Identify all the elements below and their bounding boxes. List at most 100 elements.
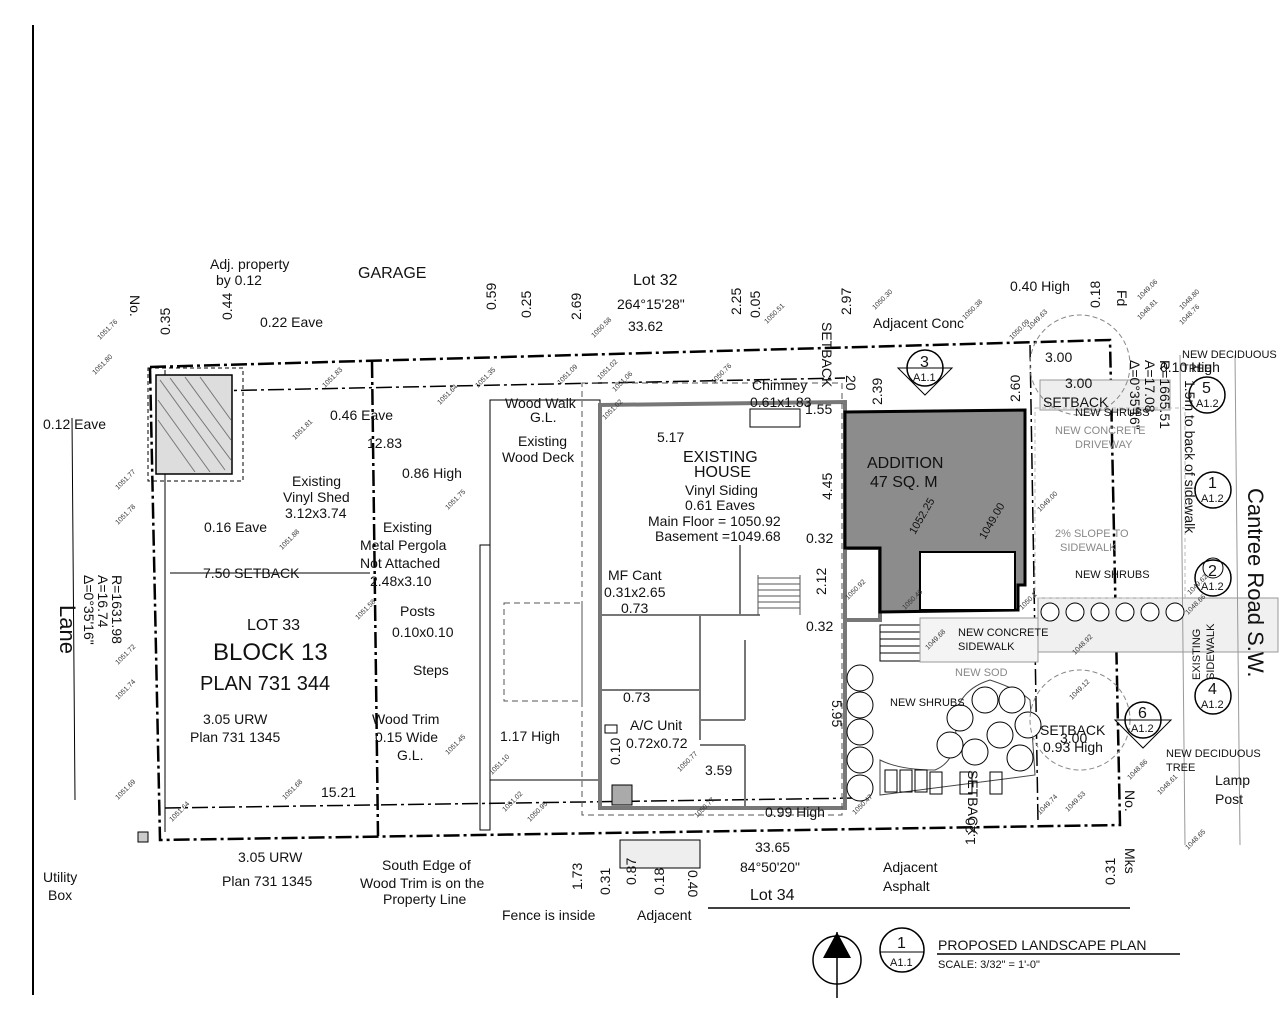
wood-walk-line-1: Wood Walk: [505, 395, 577, 411]
svg-text:1050.51: 1050.51: [763, 302, 786, 325]
new-conc-drive-line-1: NEW CONCRETE: [1055, 425, 1145, 437]
lane-label: Lane: [55, 605, 80, 654]
shed-eave-outline: [147, 367, 244, 482]
svg-text:1051.76: 1051.76: [96, 318, 119, 341]
dim-173: 1.73: [569, 863, 585, 890]
edging-pavers: [884, 769, 1003, 795]
adj-conc-label: Adjacent Conc: [873, 315, 964, 331]
callout-2: [1194, 559, 1232, 597]
svg-text:1048.65: 1048.65: [1184, 828, 1207, 851]
high-086: 0.86 High: [402, 465, 462, 481]
lot-label: LOT 33: [247, 617, 300, 634]
title-callout-bubble: [879, 927, 925, 973]
stairs: [757, 575, 801, 615]
dim-035: 0.35: [157, 308, 173, 335]
svg-text:1051.02: 1051.02: [596, 358, 619, 381]
adj-asphalt-line-2: Asphalt: [883, 878, 930, 894]
lane-edge: [71, 417, 76, 801]
city-sidewalk-edge-2: [1234, 354, 1241, 846]
adj-asphalt-line-1: Adjacent: [883, 859, 938, 875]
fence-line-north: [159, 377, 846, 393]
callout-6-ref: A1.2: [1131, 723, 1154, 735]
dim-260: 2.60: [1007, 375, 1023, 402]
eave-046: 0.46 Eave: [330, 407, 393, 423]
title-block-scale: SCALE: 3/32" = 1'-0": [938, 959, 1040, 971]
no-label-bottom: No.: [1122, 790, 1138, 812]
slope-line-2: SIDEWALK: [1060, 542, 1117, 554]
new-concrete-driveway: [1034, 407, 1186, 599]
south-edge-line-2: Wood Trim is on the: [360, 875, 484, 891]
dim-018b: 0.18: [651, 868, 667, 895]
new-sod-note: NEW SOD: [955, 667, 1008, 679]
callout-5: [1188, 376, 1226, 414]
pergola-line-3: Not Attached: [360, 555, 440, 571]
house-main-floor: Main Floor = 1050.92: [648, 513, 781, 529]
callout-1b: [1194, 471, 1232, 509]
urw-bot-line-2: Plan 731 1345: [222, 873, 313, 889]
callout-1b-ref: A1.2: [1201, 493, 1224, 505]
curve-a: A=16.74: [95, 575, 111, 628]
plan-label: PLAN 731 344: [200, 673, 330, 695]
bearing-south: 84°50'20": [740, 859, 800, 875]
length-south: 33.65: [755, 839, 790, 855]
new-conc-walk-line-2: SIDEWALK: [958, 641, 1015, 653]
south-edge-line-3: Property Line: [383, 891, 466, 907]
pergola-line-2: Metal Pergola: [360, 537, 447, 553]
mf-cant-line-1: MF Cant: [608, 567, 662, 583]
deciduous-tree-north: [1029, 314, 1131, 416]
svg-text:1049.63: 1049.63: [1026, 308, 1049, 331]
fence-note: Fence is inside: [502, 907, 596, 923]
pergola-outline: [503, 602, 583, 702]
new-shrubs-front: [1040, 602, 1185, 622]
utility-line-2: Box: [48, 887, 72, 903]
house-siding: Vinyl Siding: [685, 482, 758, 498]
new-conc-drive-line-2: DRIVEWAY: [1075, 439, 1133, 451]
svg-text:1048.81: 1048.81: [1136, 298, 1159, 321]
south-edge-line-1: South Edge of: [382, 857, 471, 873]
ac-line-1: A/C Unit: [630, 717, 682, 733]
dim-269: 2.69: [568, 293, 584, 320]
new-conc-walk-line-1: NEW CONCRETE: [958, 627, 1048, 639]
high-093: 0.93 High: [1043, 739, 1103, 755]
svg-text:1051.78: 1051.78: [114, 503, 137, 526]
house-basement: Basement =1049.68: [655, 528, 781, 544]
svg-text:1050.09: 1050.09: [1008, 318, 1031, 341]
existing-sidewalk-line-2: SIDEWALK: [1205, 623, 1217, 680]
new-concrete-sidewalk: [919, 617, 1039, 663]
house-interior: [600, 545, 760, 808]
callout-2-ref: A1.2: [1201, 581, 1224, 593]
curve-e-d: Δ=0°35'16": [1127, 360, 1143, 430]
title-callout-num: 1: [897, 935, 906, 952]
chimney-line-1: Chimney: [752, 377, 807, 393]
dim-020: 20: [843, 375, 859, 391]
house-eave-outline: [581, 382, 843, 816]
pergola-line-1: Existing: [383, 519, 432, 535]
fd-label: Fd: [1114, 290, 1130, 306]
lamp-line-1: Lamp: [1215, 772, 1250, 788]
new-shrubs-note-2: NEW SHRUBS: [1075, 569, 1150, 581]
dim-018: 0.18: [1087, 281, 1103, 308]
deciduous-note-2b: TREE: [1166, 762, 1195, 774]
svg-text:1050.30: 1050.30: [871, 288, 894, 311]
svg-text:1049.53: 1049.53: [1064, 790, 1087, 813]
svg-text:1049.74: 1049.74: [1036, 793, 1059, 816]
addition-garage-notch: [919, 551, 1016, 611]
posts-line-2: 0.10x0.10: [392, 624, 454, 640]
bearing-north: 264°15'28": [617, 296, 685, 312]
curve-r: R=1631.98: [109, 575, 125, 644]
new-shrubs-bed: [936, 686, 1042, 772]
urw-top-line-1: 3.05 URW: [203, 711, 268, 727]
callout-4-ref: A1.2: [1201, 699, 1224, 711]
shed-line-2: Vinyl Shed: [283, 489, 350, 505]
dim-595: 5.95: [829, 700, 845, 727]
posts-line-1: Posts: [400, 603, 435, 619]
svg-text:1051.10: 1051.10: [488, 753, 511, 776]
adj-property-line-2: by 0.12: [216, 272, 262, 288]
new-shrubs-note-1: NEW SHRUBS: [1075, 407, 1150, 419]
shed-line-1: Existing: [292, 473, 341, 489]
dim-025: 0.25: [518, 291, 534, 318]
deciduous-note-1b: TREE: [1182, 363, 1211, 375]
svg-text:1050.1: 1050.1: [1018, 591, 1038, 611]
dim-087: 0.87: [623, 858, 639, 885]
svg-text:1050.77: 1050.77: [676, 750, 699, 773]
